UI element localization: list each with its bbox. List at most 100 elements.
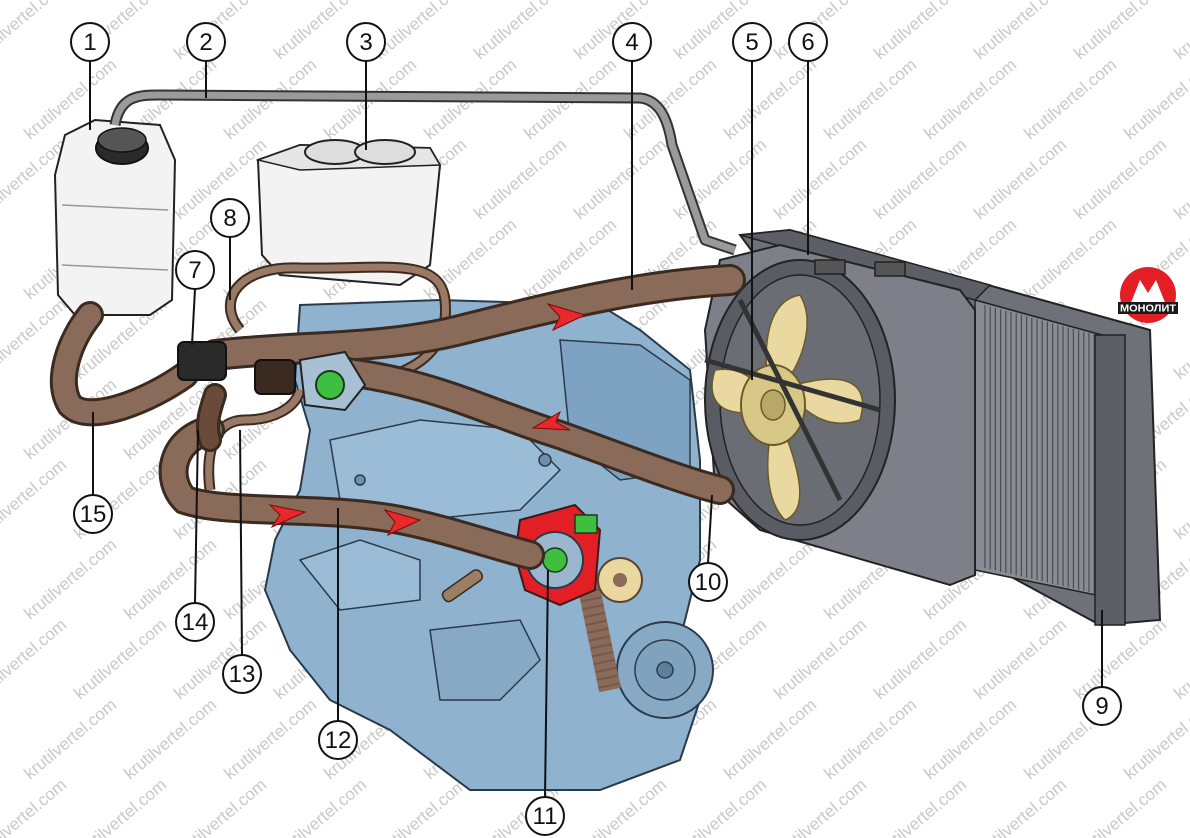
callout-number: 2 xyxy=(199,29,212,56)
callout-13: 13 xyxy=(222,429,262,694)
callout-circle xyxy=(186,22,226,62)
monolit-logo: МОНОЛИТ xyxy=(1118,267,1178,323)
watermark-text: krutilvertel.com xyxy=(670,775,770,838)
callout-circle xyxy=(73,494,113,534)
watermark-text: krutilvertel.com xyxy=(970,135,1070,223)
logo-text: МОНОЛИТ xyxy=(1120,304,1176,315)
watermark-text: krutilvertel.com xyxy=(20,695,120,783)
watermark-text: krutilvertel.com xyxy=(720,55,820,143)
watermark-text: krutilvertel.com xyxy=(1170,455,1190,543)
watermark-text: krutilvertel.com xyxy=(1070,775,1170,838)
watermark-text: krutilvertel.com xyxy=(170,775,270,838)
callout-circle xyxy=(788,22,828,62)
callout-number: 11 xyxy=(533,803,558,830)
watermark-text: krutilvertel.com xyxy=(870,775,970,838)
watermark-text: krutilvertel.com xyxy=(0,455,70,543)
heater-box xyxy=(255,139,442,287)
watermark-text: krutilvertel.com xyxy=(720,535,820,623)
callout-11: 11 xyxy=(525,569,565,836)
callout-1: 1 xyxy=(70,22,110,130)
callout-circle xyxy=(70,22,110,62)
water-pump xyxy=(513,503,602,607)
callout-number: 14 xyxy=(182,609,209,636)
watermark-text: krutilvertel.com xyxy=(1070,135,1170,223)
flow-arrow xyxy=(268,504,307,529)
callout-leader-line xyxy=(191,288,196,346)
watermark-text: krutilvertel.com xyxy=(920,55,1020,143)
callout-circle xyxy=(525,796,565,836)
callout-5: 5 xyxy=(732,22,772,380)
watermark-text: krutilvertel.com xyxy=(920,695,1020,783)
flow-arrow xyxy=(531,410,571,431)
callout-6: 6 xyxy=(788,22,828,255)
watermark-text: krutilvertel.com xyxy=(1170,615,1190,703)
callout-circle xyxy=(1082,686,1122,726)
callout-8: 8 xyxy=(210,198,250,300)
watermark-text: krutilvertel.com xyxy=(970,615,1070,703)
watermark-text: krutilvertel.com xyxy=(420,215,520,303)
callout-14: 14 xyxy=(175,429,215,642)
watermark-text: krutilvertel.com xyxy=(970,775,1070,838)
watermark-text: krutilvertel.com xyxy=(470,0,570,63)
callout-number: 10 xyxy=(695,569,722,596)
callout-circle xyxy=(732,22,772,62)
watermark-text: krutilvertel.com xyxy=(1170,775,1190,838)
callout-number: 13 xyxy=(229,661,256,688)
callout-2: 2 xyxy=(186,22,226,98)
callout-number: 6 xyxy=(801,29,814,56)
watermark-text: krutilvertel.com xyxy=(1120,55,1190,143)
watermark-text: krutilvertel.com xyxy=(0,775,70,838)
expansion-tank xyxy=(53,118,177,316)
watermark-text: krutilvertel.com xyxy=(0,0,70,63)
callout-circle xyxy=(688,562,728,602)
callout-15: 15 xyxy=(73,412,113,534)
callout-number: 5 xyxy=(745,29,758,56)
watermark-text: krutilvertel.com xyxy=(270,775,370,838)
watermark-text: krutilvertel.com xyxy=(20,535,120,623)
callout-circle xyxy=(612,22,652,62)
watermark-text: krutilvertel.com xyxy=(1170,0,1190,63)
callout-circle xyxy=(222,654,262,694)
watermark-text: krutilvertel.com xyxy=(720,695,820,783)
callout-leader-line xyxy=(239,429,243,656)
watermark-text: krutilvertel.com xyxy=(820,695,920,783)
watermark-text: krutilvertel.com xyxy=(1070,0,1170,63)
watermark-text: krutilvertel.com xyxy=(120,695,220,783)
watermark-text: krutilvertel.com xyxy=(370,775,470,838)
cooling-fan xyxy=(704,294,881,521)
watermark-text: krutilvertel.com xyxy=(770,775,870,838)
flow-arrow xyxy=(546,303,587,332)
watermark-text: krutilvertel.com xyxy=(1170,135,1190,223)
callout-10: 10 xyxy=(688,494,728,602)
callout-number: 12 xyxy=(325,727,352,754)
callout-leader-line xyxy=(194,429,199,604)
callout-4: 4 xyxy=(612,22,652,290)
thermostat-housing xyxy=(298,350,367,412)
callout-leader-line xyxy=(544,569,549,798)
watermark-text: krutilvertel.com xyxy=(970,0,1070,63)
watermark-text: krutilvertel.com xyxy=(370,0,470,63)
flow-arrows xyxy=(268,303,587,537)
callout-number: 15 xyxy=(80,501,107,528)
watermark-text: krutilvertel.com xyxy=(0,615,70,703)
watermark-text: krutilvertel.com xyxy=(820,55,920,143)
watermark-text: krutilvertel.com xyxy=(220,695,320,783)
callout-number: 8 xyxy=(223,205,236,232)
watermark-text: krutilvertel.com xyxy=(570,135,670,223)
watermark-text: krutilvertel.com xyxy=(70,775,170,838)
watermark-text: krutilvertel.com xyxy=(870,615,970,703)
callout-leader-line xyxy=(707,494,713,564)
callout-number: 4 xyxy=(625,29,638,56)
watermark-text: krutilvertel.com xyxy=(1020,215,1120,303)
watermark-text: krutilvertel.com xyxy=(1070,615,1170,703)
callout-circle xyxy=(318,720,358,760)
callout-12: 12 xyxy=(318,508,358,760)
callout-circle xyxy=(175,602,215,642)
tee-fitting xyxy=(177,341,296,395)
callout-circle xyxy=(346,22,386,62)
watermark-text: krutilvertel.com xyxy=(770,615,870,703)
callout-circle xyxy=(175,250,215,290)
watermark-text: krutilvertel.com xyxy=(870,0,970,63)
